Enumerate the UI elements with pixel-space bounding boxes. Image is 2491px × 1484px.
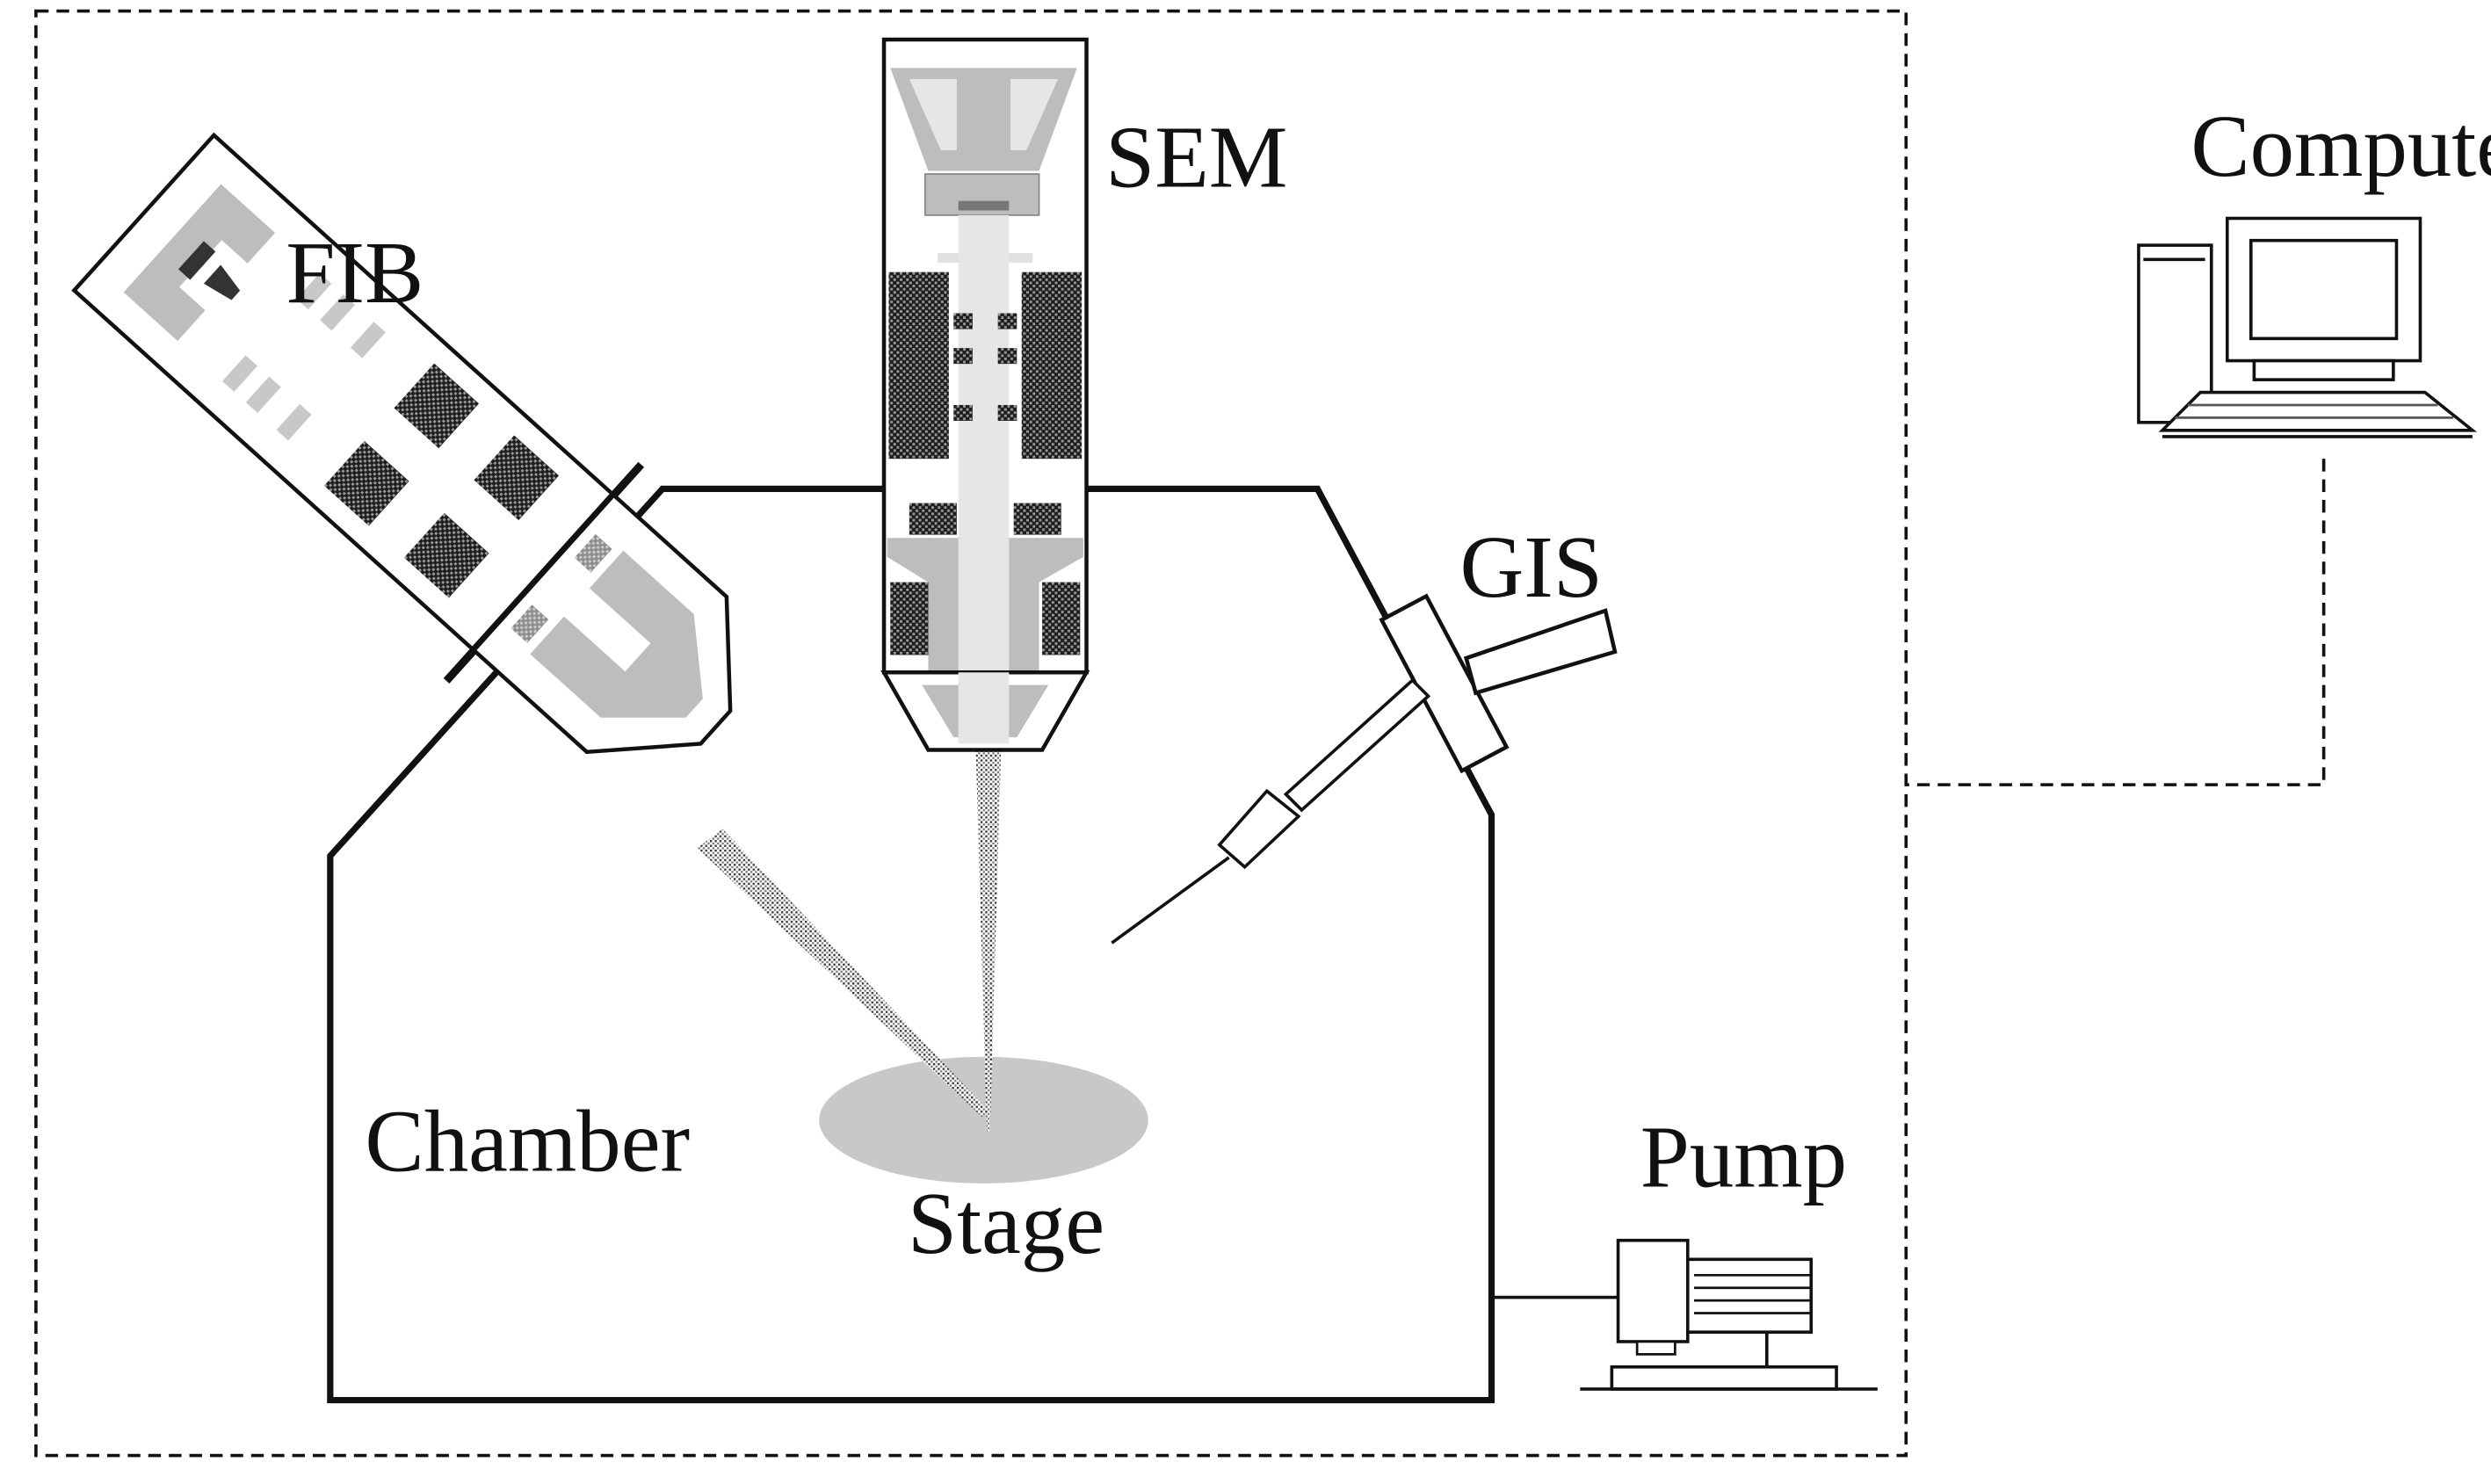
sem-aperture-left	[909, 503, 957, 535]
gis-assembly	[1111, 593, 1618, 945]
sem-condenser-lens-left	[888, 271, 949, 460]
pump-icon	[1491, 1238, 1878, 1391]
sem-objective-lens-left	[890, 582, 929, 655]
computer-icon	[2137, 216, 2478, 438]
fib-column-body	[71, 132, 617, 654]
fib-column	[71, 132, 733, 755]
label-gis: GIS	[1459, 518, 1602, 616]
pump-motor	[1685, 1257, 1814, 1334]
computer-link-line	[1906, 459, 2326, 786]
gis-needle-tip	[1111, 856, 1230, 945]
sem-aperture-right	[1013, 503, 1061, 535]
fib-lens-3	[403, 512, 489, 598]
ion-beam	[697, 829, 988, 1118]
label-fib: FIB	[286, 223, 424, 322]
label-chamber: Chamber	[365, 1091, 690, 1190]
system-boundary	[34, 9, 1908, 1458]
gis-needle-tube	[1283, 677, 1431, 813]
gis-needle-body	[1217, 788, 1301, 870]
computer-keyboard	[2158, 390, 2478, 432]
label-pump: Pump	[1640, 1107, 1847, 1205]
computer-screen	[2249, 238, 2399, 341]
pump-base	[1610, 1365, 1838, 1391]
fib-lens-1	[323, 440, 409, 526]
electron-beam	[975, 746, 1002, 1132]
fib-lens-4	[474, 435, 560, 521]
sem-column	[880, 37, 1090, 752]
label-sem: SEM	[1105, 107, 1287, 206]
pump-housing	[1616, 1238, 1690, 1343]
fib-lens-2	[394, 363, 480, 449]
stage-ellipse	[819, 1056, 1148, 1184]
label-stage: Stage	[908, 1174, 1104, 1272]
sem-objective-lens-right	[1042, 582, 1081, 655]
sem-condenser-lens-right	[1021, 271, 1083, 460]
gis-housing	[1463, 608, 1618, 696]
label-computer: Computer	[2190, 97, 2491, 195]
